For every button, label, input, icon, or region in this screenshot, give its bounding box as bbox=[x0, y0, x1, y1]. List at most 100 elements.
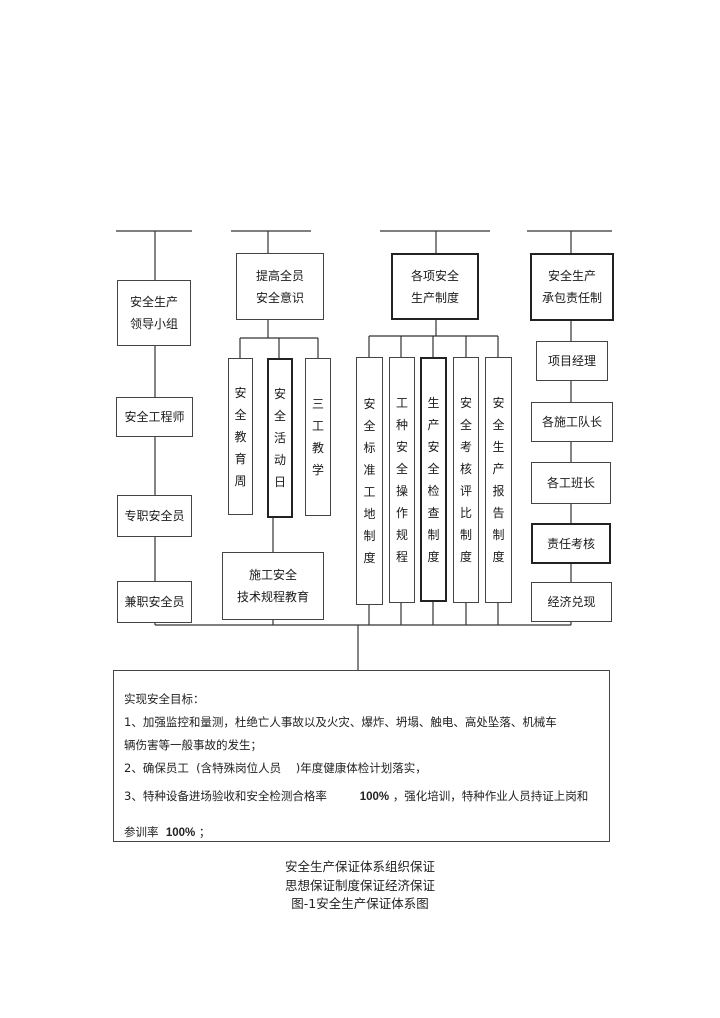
goal-line-1b: 辆伤害等一般事故的发生； bbox=[124, 738, 262, 752]
sub-box-char: 种 bbox=[395, 418, 408, 432]
economic-settlement-box: 经济兑现 bbox=[531, 582, 612, 622]
goal-line-4: 参训率 100% ； bbox=[124, 824, 210, 840]
goal-4-percent: 100% bbox=[165, 827, 196, 839]
goal-2-part-b: (含特殊岗位人员 bbox=[196, 761, 282, 775]
sub-box-char: 工 bbox=[363, 485, 376, 499]
sub-box-char: 规 bbox=[395, 528, 408, 542]
sub-box-char: 制 bbox=[492, 528, 505, 542]
sub-box-activity-day: 安全活动日 bbox=[267, 358, 293, 518]
goal-3-part-b: ，强化培训，特种作业人员持证上岗和 bbox=[392, 789, 589, 803]
sub-box-char: 工 bbox=[395, 396, 408, 410]
sub-box-char: 安 bbox=[427, 439, 440, 454]
sub-box-char: 生 bbox=[427, 395, 440, 410]
sub-box-char: 全 bbox=[492, 418, 505, 432]
sub-box-char: 全 bbox=[395, 462, 408, 476]
sub-box-text: 工种安全操作规程 bbox=[396, 392, 408, 568]
group-leader-box: 各工班长 bbox=[531, 462, 611, 504]
goal-3-part-a: 3、特种设备进场验收和安全检测合格率 bbox=[124, 789, 327, 803]
sub-box-char: 检 bbox=[427, 483, 440, 498]
goal-2-part-c: )年度健康体检计划落实， bbox=[295, 761, 427, 775]
figure-caption: 图-1安全生产保证体系图 bbox=[291, 896, 429, 911]
sub-box-char: 安 bbox=[459, 396, 472, 410]
sub-box-char: 周 bbox=[234, 473, 247, 488]
caption-line-1: 安全生产保证体系组织保证 bbox=[284, 859, 435, 874]
sub-box-text: 安全考核评比制度 bbox=[460, 392, 472, 568]
fulltime-safety-officer-box: 专职安全员 bbox=[117, 495, 192, 537]
sub-box-char: 育 bbox=[234, 451, 247, 466]
sub-box-assessment: 安全考核评比制度 bbox=[453, 357, 479, 603]
sub-box-char: 制 bbox=[363, 529, 376, 543]
sub-box-char: 比 bbox=[459, 506, 472, 520]
sub-box-char: 考 bbox=[459, 440, 472, 454]
sub-box-char: 作 bbox=[395, 506, 408, 520]
sub-box-three-work-teaching: 三工教学 bbox=[305, 358, 331, 516]
sub-box-char: 安 bbox=[273, 387, 286, 401]
sub-box-char: 三 bbox=[311, 397, 324, 411]
sub-box-char: 安 bbox=[363, 397, 376, 411]
leadership-group-box: 安全生产 领导小组 bbox=[117, 280, 191, 346]
goal-line-3: 3、特种设备进场验收和安全检测合格率 100% ，强化培训，特种作业人员持证上岗… bbox=[124, 788, 588, 804]
sub-box-char: 度 bbox=[492, 550, 505, 564]
responsibility-header-box: 安全生产 承包责任制 bbox=[530, 253, 614, 321]
goal-2-part-a: 2、确保员工 bbox=[124, 761, 189, 775]
caption-line-2: 思想保证制度保证经济保证 bbox=[284, 878, 435, 893]
sub-box-char: 查 bbox=[427, 505, 440, 520]
sub-box-char: 度 bbox=[363, 551, 376, 565]
sub-box-char: 全 bbox=[459, 418, 472, 432]
sub-box-char: 核 bbox=[459, 462, 472, 476]
sub-box-char: 活 bbox=[273, 431, 286, 445]
technical-education-box: 施工安全 技术规程教育 bbox=[222, 552, 324, 620]
sub-box-char: 标 bbox=[363, 441, 376, 455]
sub-box-text: 安全生产报告制度 bbox=[492, 392, 504, 568]
sub-box-char: 准 bbox=[363, 463, 376, 477]
sub-box-inspection: 生产安全检查制度 bbox=[420, 357, 447, 602]
sub-box-char: 生 bbox=[492, 440, 505, 454]
sub-box-char: 地 bbox=[363, 507, 376, 521]
sub-box-char: 全 bbox=[273, 409, 286, 423]
sub-box-char: 教 bbox=[234, 429, 247, 444]
sub-box-char: 全 bbox=[427, 461, 440, 476]
sub-box-char: 安 bbox=[234, 385, 247, 400]
sub-box-text: 三工教学 bbox=[312, 393, 324, 481]
goals-title: 实现安全目标： bbox=[124, 692, 205, 706]
sub-box-report: 安全生产报告制度 bbox=[485, 357, 512, 603]
sub-box-char: 度 bbox=[459, 550, 472, 564]
sub-box-char: 动 bbox=[273, 453, 286, 467]
sub-box-char: 报 bbox=[492, 484, 505, 498]
sub-box-char: 教 bbox=[311, 441, 324, 455]
sub-box-char: 工 bbox=[311, 419, 324, 433]
sub-box-char: 操 bbox=[395, 484, 408, 498]
awareness-header-box: 提高全员 安全意识 bbox=[236, 253, 324, 320]
sub-box-text: 安全标准工地制度 bbox=[363, 393, 375, 569]
sub-box-text: 安全教育周 bbox=[234, 382, 246, 492]
sub-box-safety-week: 安全教育周 bbox=[228, 358, 253, 515]
sub-box-char: 评 bbox=[459, 484, 472, 498]
sub-box-operation-rules: 工种安全操作规程 bbox=[389, 357, 415, 603]
sub-box-char: 产 bbox=[427, 417, 440, 432]
sub-box-char: 学 bbox=[311, 463, 324, 477]
safety-goals-box: 实现安全目标： 1、加强监控和量测，杜绝亡人事故以及火灾、爆炸、坍塌、触电、高处… bbox=[113, 670, 610, 842]
sub-box-char: 制 bbox=[427, 527, 440, 542]
goal-4-part-a: 参训率 bbox=[124, 825, 159, 839]
parttime-safety-officer-box: 兼职安全员 bbox=[117, 581, 192, 623]
sub-box-text: 安全活动日 bbox=[274, 383, 286, 493]
sub-box-char: 度 bbox=[427, 549, 440, 564]
sub-box-char: 制 bbox=[459, 528, 472, 542]
goal-line-2: 2、确保员工 (含特殊岗位人员 )年度健康体检计划落实， bbox=[124, 760, 427, 776]
sub-box-char: 安 bbox=[492, 396, 505, 410]
goal-line-1: 1、加强监控和量测，杜绝亡人事故以及火灾、爆炸、坍塌、触电、高处坠落、机械车 bbox=[124, 715, 557, 729]
sub-box-char: 程 bbox=[395, 550, 408, 564]
sub-box-char: 产 bbox=[492, 462, 505, 476]
responsibility-assessment-box: 责任考核 bbox=[531, 523, 611, 564]
system-header-box: 各项安全 生产制度 bbox=[391, 253, 479, 320]
sub-box-char: 安 bbox=[395, 440, 408, 454]
safety-engineer-box: 安全工程师 bbox=[116, 397, 193, 437]
sub-box-text: 生产安全检查制度 bbox=[427, 392, 439, 568]
goal-4-part-b: ； bbox=[198, 825, 211, 839]
sub-box-char: 全 bbox=[234, 407, 247, 422]
sub-box-char: 日 bbox=[273, 475, 286, 489]
sub-box-char: 全 bbox=[363, 419, 376, 433]
team-leader-box: 各施工队长 bbox=[531, 402, 613, 442]
sub-box-standard-site: 安全标准工地制度 bbox=[356, 357, 383, 605]
sub-box-char: 告 bbox=[492, 506, 505, 520]
